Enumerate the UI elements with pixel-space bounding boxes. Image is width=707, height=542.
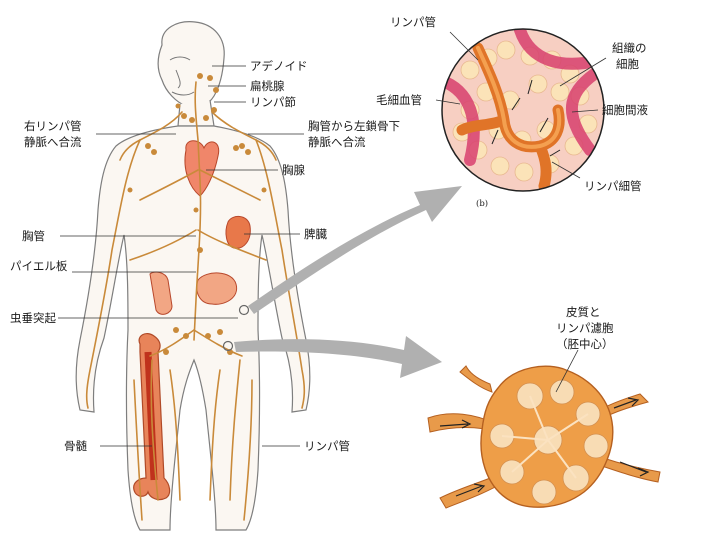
label-lymph-vessel-body: リンパ管 — [304, 439, 350, 453]
label-thymus: 胸腺 — [282, 163, 305, 177]
arrow-to-node — [234, 336, 442, 378]
label-appendix: 虫垂突起 — [10, 311, 56, 325]
label-tissue-cell-1: 組織の — [612, 41, 647, 55]
label-tonsil: 扁桃腺 — [250, 79, 285, 93]
lymph-node-illustration — [427, 365, 661, 509]
lymph-network — [85, 81, 306, 521]
label-node-3: （胚中心） — [556, 337, 614, 351]
label-node-1: 皮質と — [566, 305, 601, 319]
intestine-right — [196, 272, 238, 305]
label-inset-b: (b) — [476, 198, 488, 209]
label-lymph-capillary: リンパ細管 — [584, 179, 642, 193]
body-leaders — [58, 65, 304, 447]
label-right-lymph-duct-1: 右リンパ管 — [24, 119, 82, 133]
lymph-nodes — [127, 73, 267, 355]
label-capillary: 毛細血管 — [376, 93, 422, 107]
label-lymph-vessel-inset: リンパ管 — [390, 15, 436, 29]
label-bone-marrow: 骨髄 — [64, 439, 87, 453]
label-thoracic-duct: 胸管 — [22, 229, 45, 243]
face-features — [169, 56, 195, 96]
label-tissue-cell-2: 細胞 — [616, 57, 639, 71]
spleen-organ — [225, 216, 251, 249]
node-leader — [555, 349, 579, 393]
label-lymph-node: リンパ節 — [250, 95, 296, 109]
zoom-arrows — [234, 186, 462, 378]
label-spleen: 脾臓 — [304, 227, 327, 241]
label-right-lymph-duct-2: 静脈へ合流 — [24, 135, 82, 149]
label-peyer-patch: パイエル板 — [10, 259, 68, 273]
label-adenoid: アデノイド — [250, 59, 308, 73]
arrow-to-capillary — [248, 186, 462, 314]
inset-leaders — [435, 31, 607, 179]
label-thoracic-duct-left-1: 胸管から左鎖骨下 — [308, 119, 400, 133]
organs — [149, 140, 251, 315]
label-node-2: リンパ濾胞 — [556, 321, 614, 335]
appendix-marker — [238, 304, 250, 316]
inguinal-marker — [222, 340, 234, 352]
capillary-inset — [441, 28, 605, 192]
label-thoracic-duct-left-2: 静脈へ合流 — [308, 135, 366, 149]
label-interstitial-fluid: 細胞間液 — [602, 103, 648, 117]
